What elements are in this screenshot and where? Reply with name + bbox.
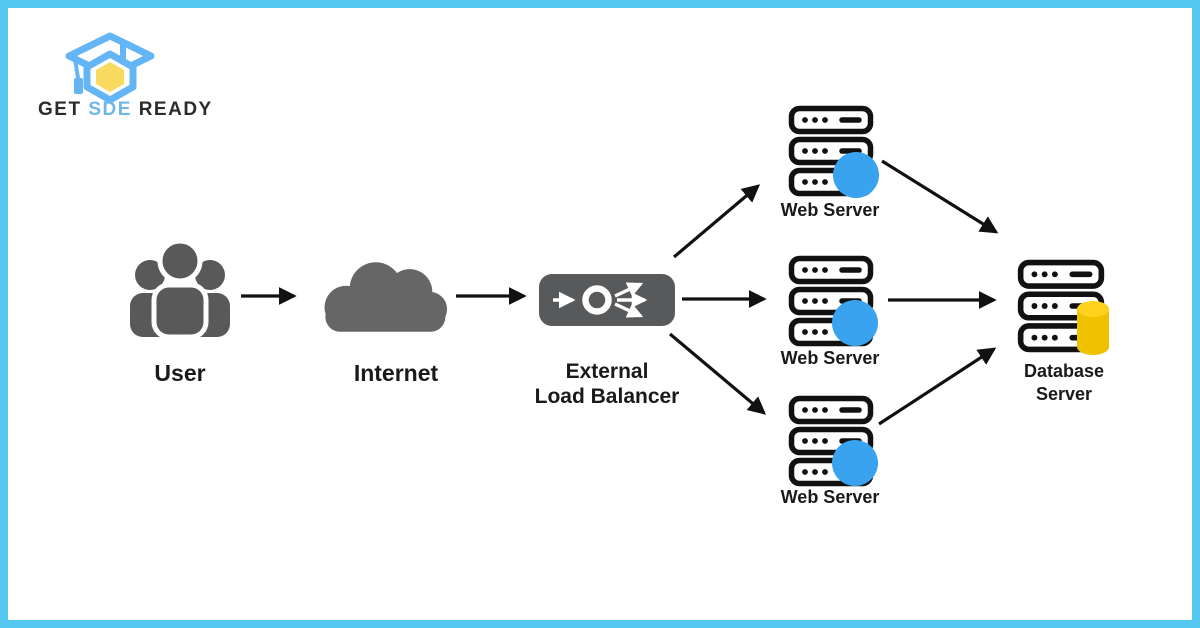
load-balancer-label-line1: External — [565, 360, 649, 383]
blue-node-dot — [832, 300, 878, 346]
logo-word-sde: SDE — [88, 99, 132, 120]
users-group-icon — [130, 238, 230, 337]
internet-label: Internet — [353, 360, 439, 386]
load-balancer-icon — [553, 282, 648, 318]
user-label: User — [154, 360, 206, 386]
database-server-label: Database Server — [1024, 360, 1104, 406]
database-cylinder-icon — [1077, 301, 1109, 355]
logo-wordmark: GET SDE READY — [38, 99, 213, 121]
logo-word-ready: READY — [138, 99, 213, 120]
web-server-middle-label: Web Server — [780, 348, 880, 368]
web-server-top-label: Web Server — [780, 200, 880, 220]
arrow-webserver-top-db — [881, 159, 999, 234]
load-balancer-label: External Load Balancer — [535, 359, 680, 409]
arrow-lb-webserver-top — [672, 184, 761, 259]
cloud-icon — [324, 262, 448, 332]
arrow-lb-webserver-bottom — [668, 332, 767, 415]
blue-node-dot — [833, 152, 879, 198]
database-server-label-line1: Database — [1023, 361, 1105, 381]
load-balancer-label-line2: Load Balancer — [534, 385, 680, 408]
graduation-cap-icon — [65, 32, 155, 104]
database-server-label-line2: Server — [1035, 384, 1093, 404]
arrow-webserver-bottom-db — [878, 347, 997, 426]
blue-node-dot — [832, 440, 878, 486]
web-server-bottom-label: Web Server — [780, 487, 880, 507]
logo-word-get: GET — [38, 99, 82, 120]
load-balancer-box — [539, 274, 675, 326]
